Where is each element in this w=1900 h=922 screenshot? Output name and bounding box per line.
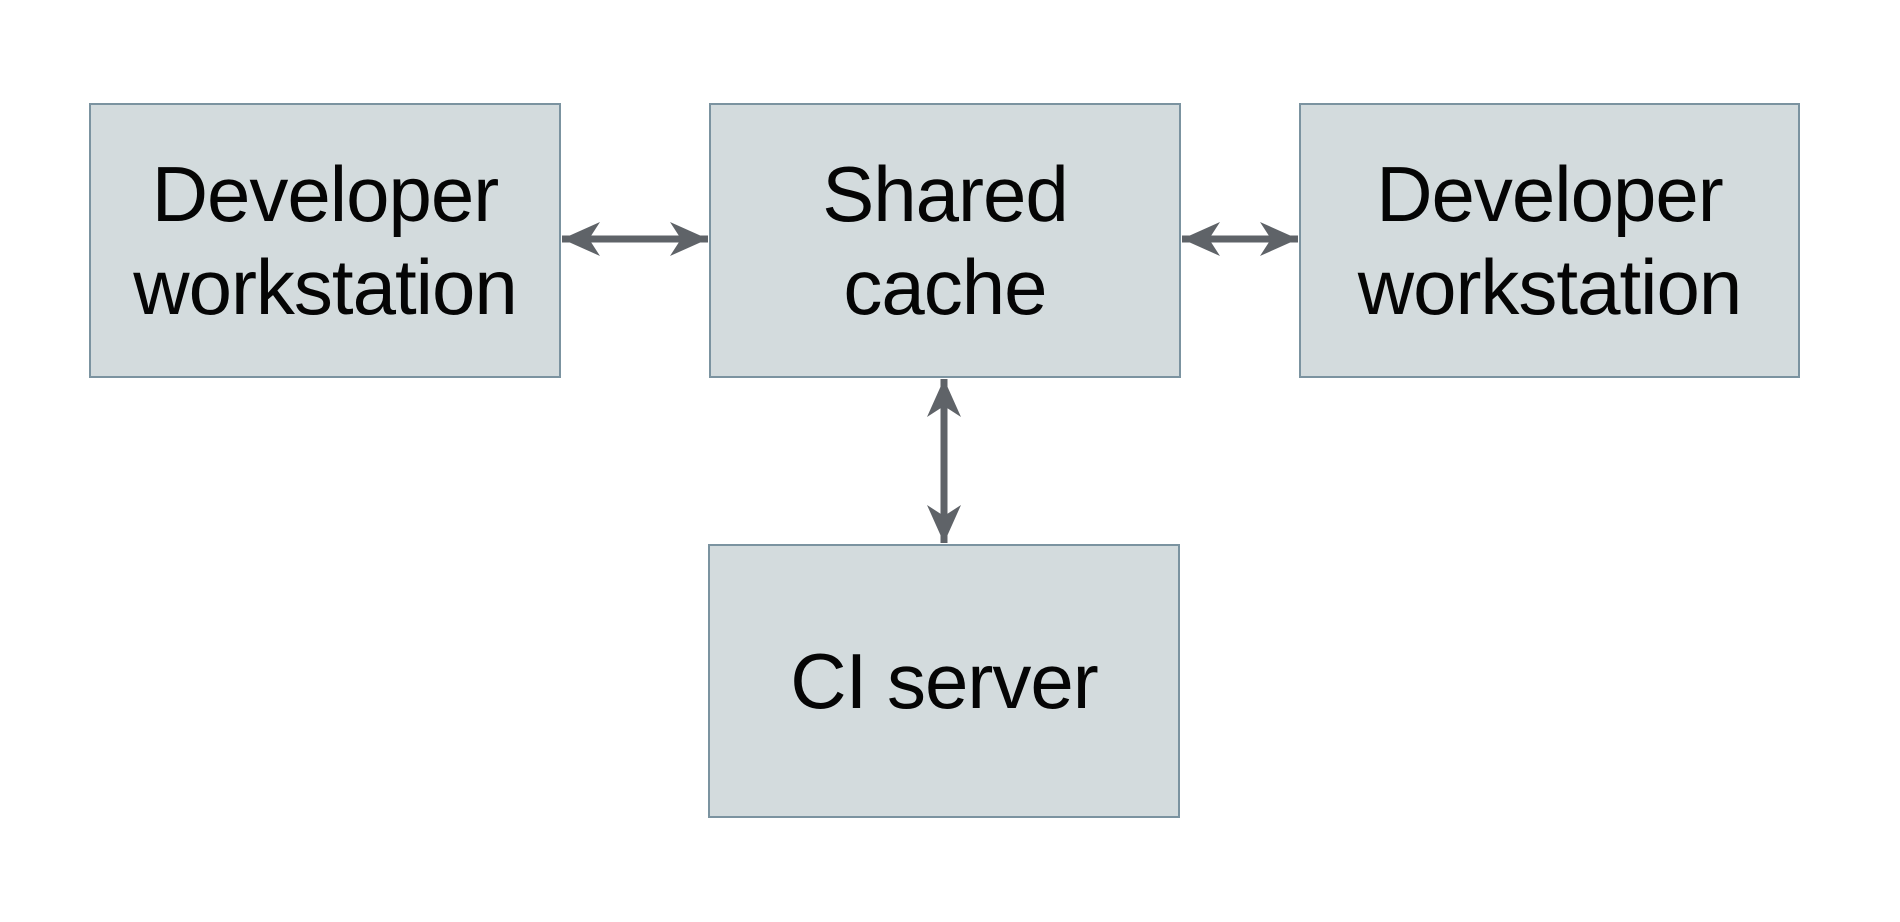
node-label: Developer workstation [1357,150,1742,331]
bidirectional-arrow-icon-left-to-cache [562,222,708,256]
bidirectional-arrow-icon-cache-to-right [1182,222,1298,256]
bidirectional-arrow-icon-cache-to-ci [927,379,961,543]
node-ci-server: CI server [708,544,1180,818]
node-label: CI server [790,636,1098,725]
node-label: Shared cache [822,150,1069,331]
node-shared-cache: Shared cache [709,103,1181,378]
node-label: Developer workstation [133,150,517,331]
node-developer-workstation-left: Developer workstation [89,103,561,378]
node-developer-workstation-right: Developer workstation [1299,103,1800,378]
